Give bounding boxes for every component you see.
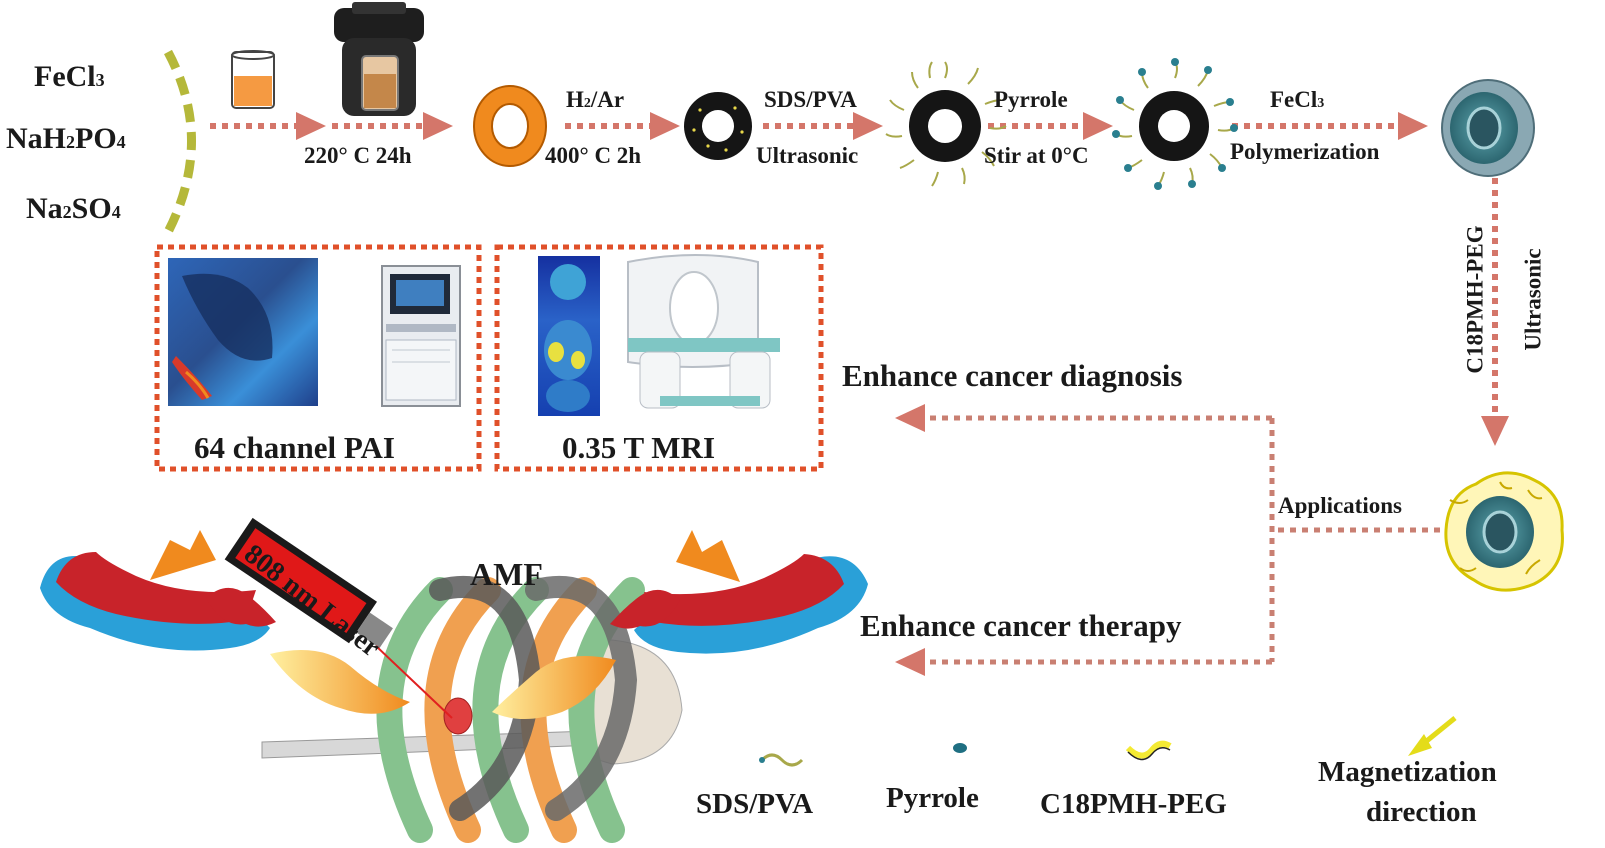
step2-atmosphere: H2/Ar [566, 87, 625, 112]
hematite-ring-icon [473, 85, 547, 167]
step4-condition: Stir at 0°C [984, 143, 1089, 168]
beaker-icon [231, 50, 275, 109]
step1-condition: 220° C 24h [304, 143, 412, 168]
mri-label: 0.35 T MRI [562, 430, 716, 465]
mri-image [538, 256, 600, 416]
arrowhead-1 [296, 112, 326, 140]
legend-magnetization: Magnetization [1318, 756, 1497, 788]
legend-pyrrole: Pyrrole [886, 782, 979, 814]
arrowhead-6 [1398, 112, 1428, 140]
legend-direction: direction [1366, 796, 1477, 828]
peg-coated-particle-icon [1444, 471, 1564, 592]
arrowhead-therapy [895, 648, 925, 676]
pai-label: 64 channel PAI [194, 430, 395, 465]
diagnosis-label: Enhance cancer diagnosis [842, 358, 1183, 393]
c18pmh-peg-legend-icon [1125, 740, 1172, 759]
sds-pva-coated-particle-icon [885, 61, 1007, 187]
step6-condition: Ultrasonic [1520, 248, 1546, 351]
arrowhead-2 [423, 112, 453, 140]
reagent-nah2po4: NaH2PO4 [6, 122, 126, 155]
reagent-fecl3: FeCl3 [34, 60, 105, 93]
amf-label: AMF [470, 556, 543, 592]
arrowhead-diagnosis [895, 404, 925, 432]
arrowhead-5 [1083, 112, 1113, 140]
step2-condition: 400° C 2h [545, 143, 642, 168]
applications-label: Applications [1278, 493, 1402, 518]
step3-condition: Ultrasonic [756, 143, 859, 168]
left-dragon-image [40, 530, 410, 714]
pai-scanner-image [381, 265, 461, 407]
step4-reagent: Pyrrole [994, 87, 1068, 112]
magnetization-arrowhead [1408, 734, 1432, 756]
legend-sds-pva: SDS/PVA [696, 788, 814, 820]
pai-image [168, 258, 318, 406]
amf-coil-image [261, 575, 683, 843]
reagent-na2so4: Na2SO4 [26, 192, 121, 225]
legend-c18pmh-peg: C18PMH-PEG [1040, 788, 1227, 820]
magnetite-ring-icon [684, 92, 752, 160]
applications-branch [925, 415, 1440, 665]
reagent-bracket [163, 49, 196, 235]
sds-pva-legend-end-icon [759, 757, 765, 763]
arrowhead-3 [650, 112, 680, 140]
laser-device-image [224, 517, 453, 719]
step5-condition: Polymerization [1230, 139, 1380, 164]
pyrrole-coated-particle-icon [1112, 58, 1238, 190]
arrowhead-7 [1481, 416, 1509, 446]
c18pmh-peg-legend-outline [1127, 747, 1171, 761]
mri-panel-border [494, 244, 824, 472]
right-dragon-image [492, 530, 868, 719]
therapy-label: Enhance cancer therapy [860, 608, 1182, 643]
step5-reagent: FeCl3 [1270, 87, 1325, 112]
step6-reagent: C18PMH-PEG [1462, 225, 1488, 374]
pai-panel-border [154, 244, 482, 472]
sds-pva-legend-icon [760, 753, 804, 767]
pyrrole-legend-icon [953, 743, 967, 753]
autoclave-icon [334, 2, 424, 116]
step3-reagent: SDS/PVA [764, 87, 857, 112]
ppy-coated-particle-icon [1441, 79, 1535, 177]
mri-scanner-image [627, 254, 780, 409]
arrowhead-4 [853, 112, 883, 140]
